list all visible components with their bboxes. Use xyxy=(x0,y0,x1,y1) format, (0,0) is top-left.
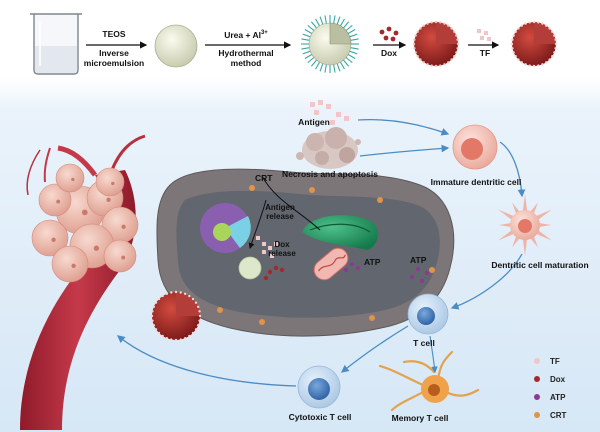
antigen-release-arrow xyxy=(248,199,267,249)
arrow-antigen-to-dc xyxy=(357,118,450,136)
legend-swatch xyxy=(534,358,540,364)
mature-dendritic-cell-icon xyxy=(498,194,552,256)
step2-superscript: 3+ xyxy=(260,30,268,36)
released-particles-icon xyxy=(256,236,360,281)
arrow-to-t-cell xyxy=(450,253,523,310)
necrosis-label: Necrosis and apoptosis xyxy=(282,169,378,179)
step2-method-label: Hydrothermal method xyxy=(218,48,274,68)
legend-label: ATP xyxy=(550,392,566,402)
memory-t-cell-label: Memory T cell xyxy=(391,413,449,423)
nanoparticle-entering-icon xyxy=(150,290,202,342)
step1-reagent-label: TEOS xyxy=(102,29,126,39)
step1-method-label: Inverse microemulsion xyxy=(83,48,145,68)
antigen-particles-icon xyxy=(310,100,349,125)
legend-label: TF xyxy=(550,356,560,366)
legend-swatch xyxy=(534,394,540,400)
small-vesicle-icon xyxy=(238,256,262,280)
crt-label: CRT xyxy=(255,173,273,183)
arrow-dc-maturation xyxy=(499,141,526,198)
arrow-to-tumor xyxy=(116,335,297,387)
legend-swatch xyxy=(534,412,540,418)
dox-release-label: Dox release xyxy=(268,240,296,259)
immature-dc-label: Immature dentritic cell xyxy=(430,177,522,187)
crt-particles-icon xyxy=(217,185,435,325)
immature-dendritic-cell-icon xyxy=(452,124,498,170)
mitochondria-icon xyxy=(313,247,349,281)
step2-reagent-text: Urea + Al xyxy=(224,29,261,40)
memory-t-cell-icon xyxy=(378,350,480,412)
legend-label: CRT xyxy=(550,410,567,420)
antigen-label: Antigen xyxy=(298,117,330,127)
legend-label: Dox xyxy=(550,374,566,384)
atp-outer-label: ATP xyxy=(410,255,427,265)
legend-item-dox: Dox xyxy=(532,370,566,388)
beaker-icon xyxy=(30,13,82,75)
legend-swatch xyxy=(534,376,540,382)
tumor-cluster-icon xyxy=(31,163,139,283)
arrow-to-memory xyxy=(429,335,438,374)
antigen-release-label: Antigen release xyxy=(265,203,295,222)
arrow-necrosis-to-dc xyxy=(359,144,450,157)
step4-label: TF xyxy=(479,48,491,58)
legend-item-crt: CRT xyxy=(532,406,566,424)
cytotoxic-t-cell-icon xyxy=(297,365,341,409)
legend-item-tf: TF xyxy=(532,352,566,370)
apoptotic-debris-icon xyxy=(296,127,361,169)
silica-sphere-icon xyxy=(154,24,198,68)
step3-label: Dox xyxy=(380,48,398,58)
legend-item-atp: ATP xyxy=(532,388,566,406)
tf-coated-sphere-icon xyxy=(510,20,558,68)
crt-arrow xyxy=(261,175,321,231)
cytotoxic-t-cell-label: Cytotoxic T cell xyxy=(288,412,352,422)
arrow-to-cytotoxic xyxy=(340,325,409,373)
atp-particles-icon xyxy=(410,267,429,283)
spiky-sphere-icon xyxy=(301,15,359,73)
atp-inner-label: ATP xyxy=(364,257,381,267)
t-cell-label: T cell xyxy=(413,338,435,348)
step2-reagent-label: Urea + Al3+ xyxy=(224,30,268,41)
green-organelle-icon xyxy=(302,215,378,250)
dox-particles-icon xyxy=(379,26,399,42)
dox-loaded-sphere-icon xyxy=(412,20,460,68)
tf-particles-icon xyxy=(477,29,491,41)
t-cell-icon xyxy=(407,293,449,335)
dc-maturation-label: Dentritic cell maturation xyxy=(491,260,589,270)
nucleus-organelle-icon xyxy=(200,203,251,253)
